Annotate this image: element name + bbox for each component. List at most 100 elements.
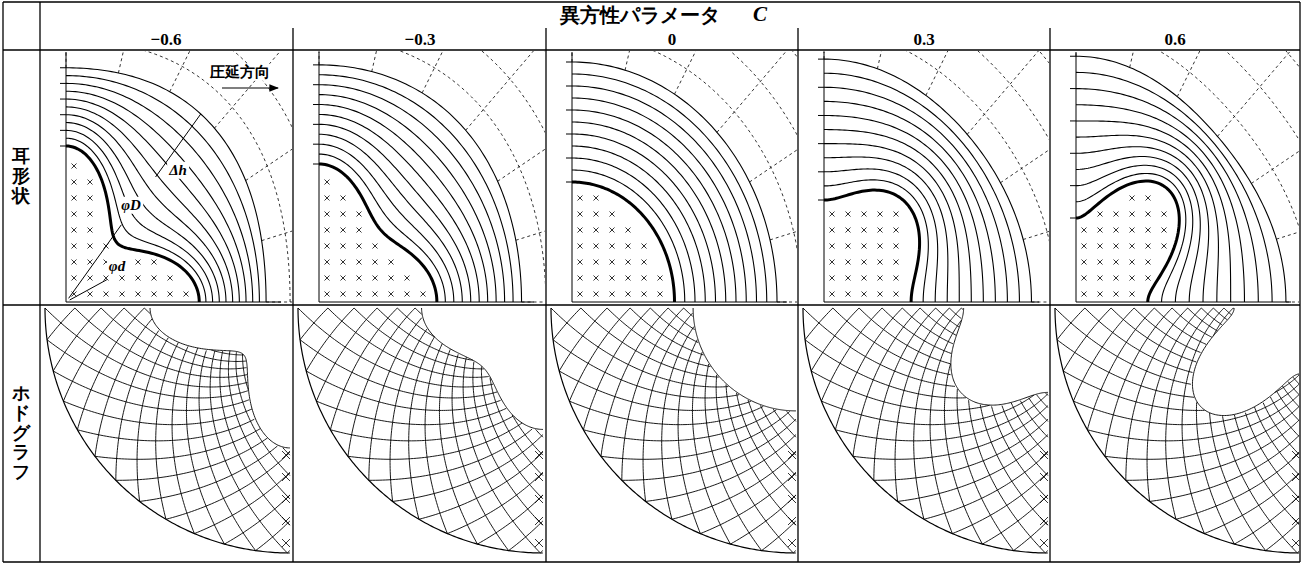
dashed-grid <box>750 98 797 182</box>
flange-contour <box>824 180 928 302</box>
flange-contour <box>319 75 513 302</box>
hodograph-mesh <box>419 452 543 519</box>
axis-line <box>66 302 281 303</box>
hodograph-mesh <box>672 452 796 519</box>
hatch-mark <box>357 228 362 233</box>
flange-contour <box>66 91 246 302</box>
hatch-mark <box>626 260 631 265</box>
axis-line <box>1076 52 1077 302</box>
boundary-mark <box>1040 517 1048 525</box>
flange-contour <box>319 134 462 302</box>
hatch-mark <box>578 196 583 201</box>
flange-edge <box>1076 181 1179 302</box>
table-rule <box>3 1 1300 2</box>
axis-tick <box>60 130 66 131</box>
hodograph-mesh <box>924 452 1048 519</box>
hodograph-mesh <box>397 308 434 337</box>
hodograph-mesh <box>1037 395 1048 408</box>
axis-tick <box>313 164 319 165</box>
boundary-mark <box>788 451 796 459</box>
table-frame <box>3 2 1300 562</box>
table-rule <box>1049 28 1050 562</box>
hodograph-mesh <box>137 338 168 502</box>
hatch-mark <box>578 244 583 249</box>
hatch-mark <box>152 292 157 297</box>
axis-line <box>66 52 67 302</box>
hodograph-mesh <box>803 308 955 386</box>
boundary-mark <box>1292 539 1299 547</box>
hodograph-mesh <box>377 308 473 360</box>
flange-contour <box>824 144 959 302</box>
hodograph-mesh <box>95 319 152 456</box>
boundary-mark <box>788 517 796 525</box>
column-heading: −0.6 <box>151 31 182 50</box>
hatch-mark <box>594 228 599 233</box>
hodograph-mesh <box>821 395 1033 424</box>
dashed-grid <box>66 51 292 302</box>
hodograph-mesh <box>330 416 513 441</box>
hodograph-mesh <box>316 308 377 401</box>
flange-contour <box>66 76 259 302</box>
hatch-mark <box>594 292 599 297</box>
axis-tick <box>566 158 572 159</box>
hodograph-mesh <box>369 318 422 481</box>
hodograph-panel <box>551 308 796 553</box>
hatch-mark <box>341 212 346 217</box>
hatch-mark <box>1082 228 1087 233</box>
hodograph-mesh <box>144 308 150 314</box>
ear-shape-panel <box>818 51 1049 302</box>
hatch-mark <box>878 228 883 233</box>
hodograph-mesh <box>559 308 607 371</box>
boundary-mark <box>1292 517 1299 525</box>
hatch-mark <box>389 260 394 265</box>
hatch-mark <box>830 212 835 217</box>
hatch-mark <box>72 164 77 169</box>
flange-contour <box>66 107 233 302</box>
axis-tick <box>1070 185 1076 186</box>
dashed-grid <box>1000 98 1049 183</box>
flange-contour <box>1076 89 1258 302</box>
hodograph-mesh <box>509 521 543 551</box>
table-rule <box>797 28 798 562</box>
hodograph-mesh <box>1105 308 1172 456</box>
axis-line <box>319 52 320 302</box>
hatch-mark <box>830 276 835 281</box>
hatch-mark <box>357 244 362 249</box>
hodograph-mesh <box>393 435 543 502</box>
axis-tick <box>60 67 66 68</box>
hatch-mark <box>1130 244 1135 249</box>
table-rule <box>3 561 1300 562</box>
hodograph-mesh <box>583 308 650 430</box>
hodograph-mesh <box>1063 308 1111 371</box>
hatch-mark <box>341 292 346 297</box>
hatch-mark <box>357 292 362 297</box>
hatch-mark <box>610 260 615 265</box>
hodograph-panel <box>803 308 1048 553</box>
dashed-grid <box>1130 51 1167 67</box>
dashed-grid <box>926 51 998 95</box>
boundary-mark <box>535 451 543 459</box>
hodograph-mesh <box>1087 308 1154 430</box>
boundary-mark <box>282 517 290 525</box>
dashed-grid <box>824 51 1049 302</box>
flange-contour <box>572 62 777 302</box>
table-rule <box>545 28 546 562</box>
hodograph-mesh <box>228 351 289 499</box>
hodograph-mesh <box>306 308 354 371</box>
hatch-mark <box>626 276 631 281</box>
boundary-mark <box>282 495 290 503</box>
hodograph-mesh <box>859 308 950 364</box>
hatch-mark <box>894 260 899 265</box>
hatch-mark <box>373 292 378 297</box>
hodograph-mesh <box>559 371 751 410</box>
dashed-grid <box>717 51 797 132</box>
flange-contour <box>1076 105 1244 302</box>
hodograph-mesh <box>700 472 795 533</box>
hatch-mark <box>72 180 77 185</box>
dashed-grid <box>877 51 914 69</box>
boundary-mark <box>788 495 796 503</box>
axis-tick <box>818 171 824 172</box>
column-heading: 0 <box>668 31 677 50</box>
hodograph-mesh <box>447 472 542 533</box>
hatch-mark <box>642 276 647 281</box>
